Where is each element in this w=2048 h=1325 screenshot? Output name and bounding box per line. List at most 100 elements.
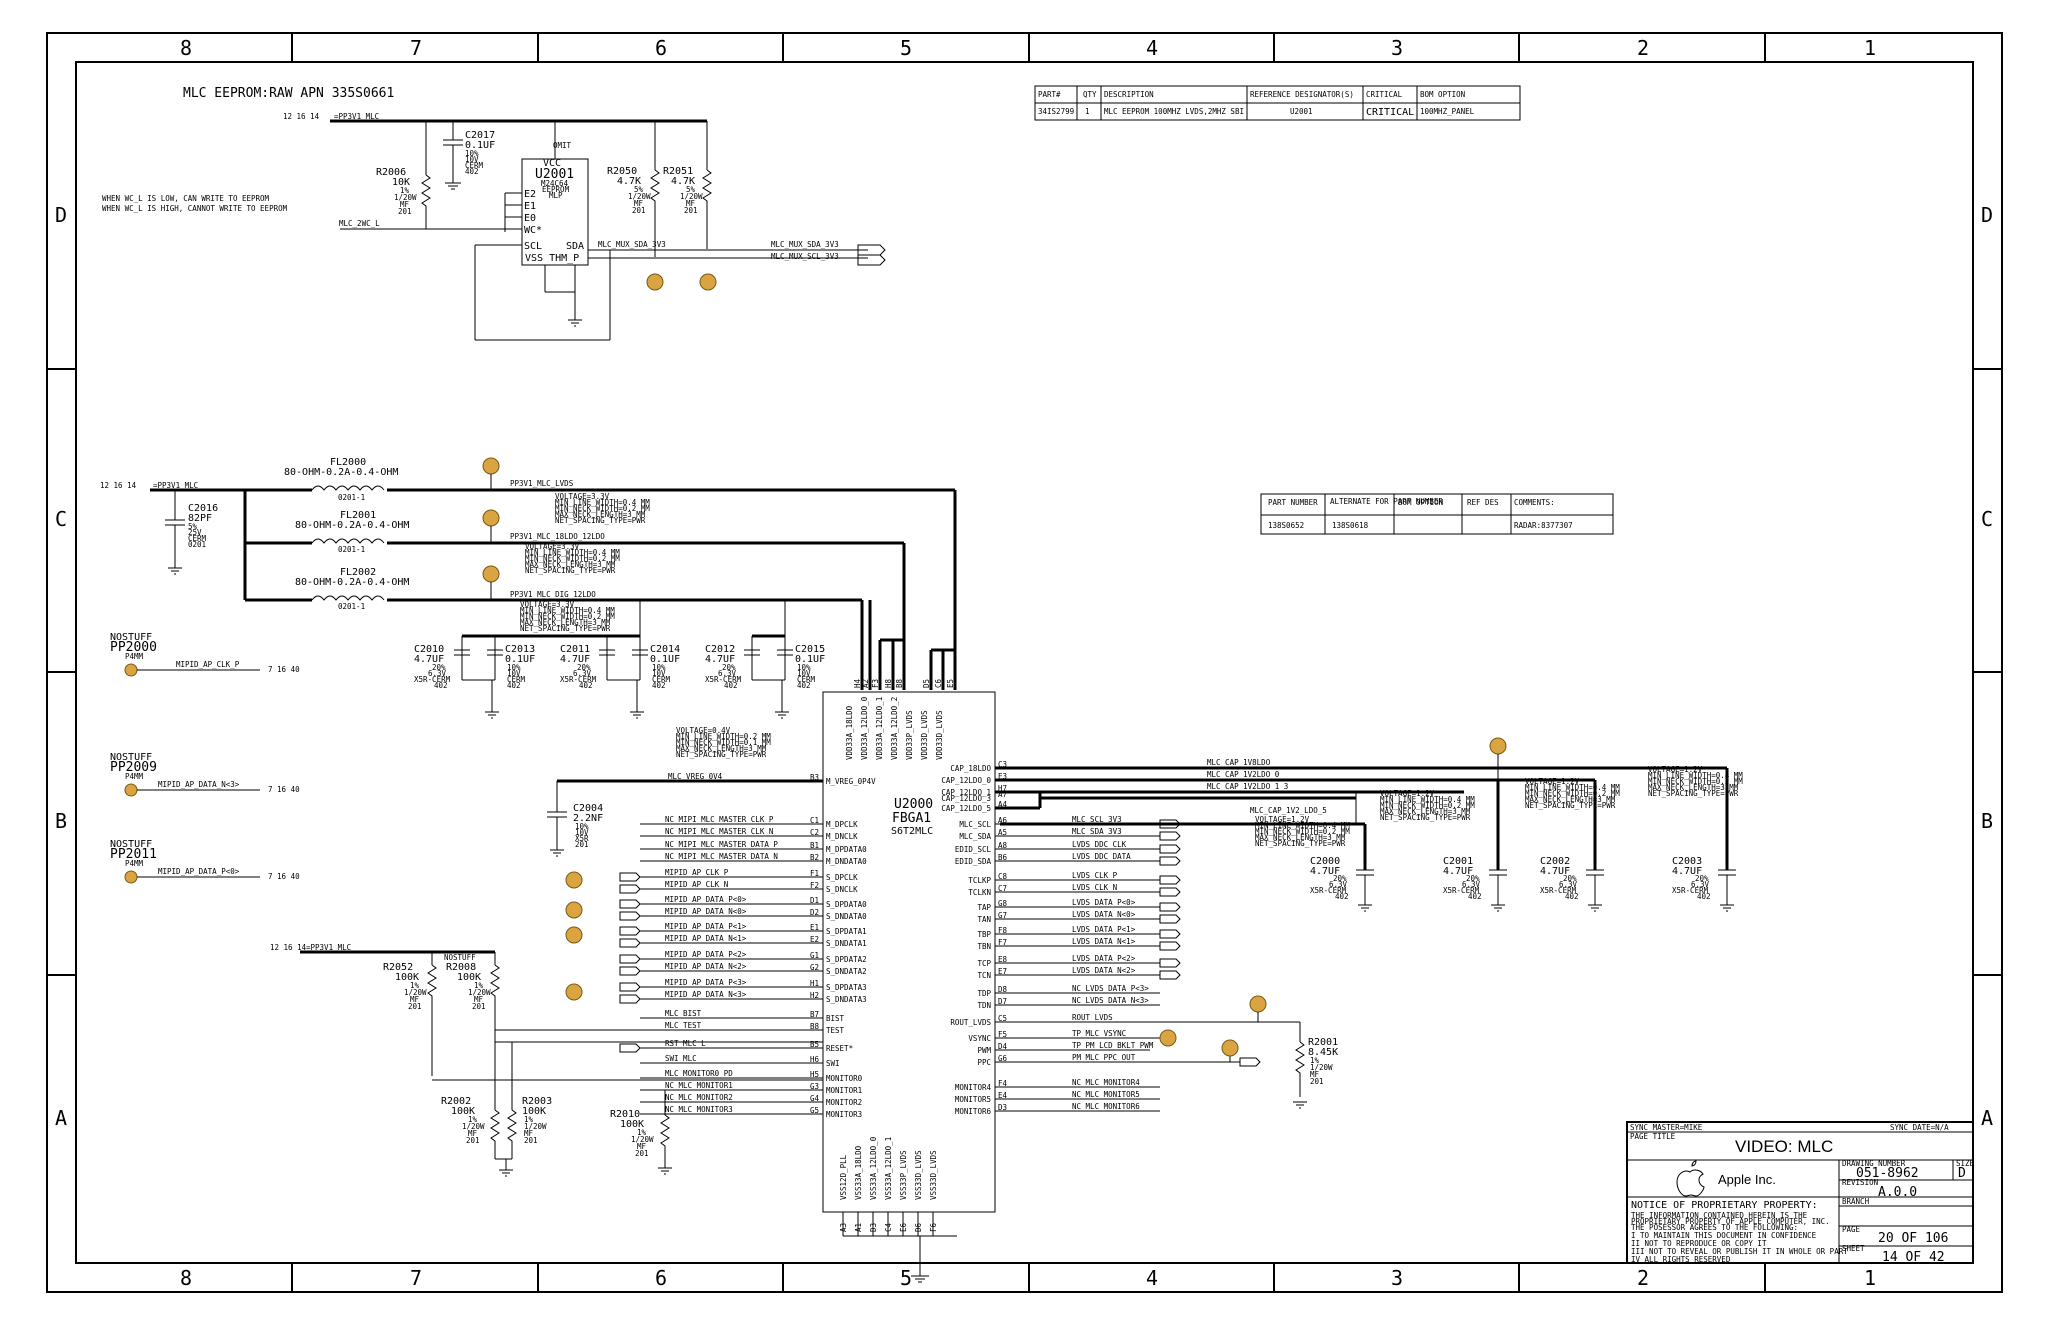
page-label: PAGE [1842, 1225, 1861, 1234]
cap-size: 402 [579, 681, 593, 690]
alt-header: BOM OPTION [1398, 498, 1443, 507]
left-pin-label: S_DPDATA1 [826, 927, 867, 936]
sheet-value: 14 OF 42 [1882, 1250, 1945, 1265]
r2052-size: 201 [408, 1002, 422, 1011]
ldo-cap-size: 402 [1697, 892, 1711, 901]
offpage-connector-icon [1159, 856, 1181, 866]
top-pin-number: D5 [922, 679, 931, 688]
c2016-volt: 25V [188, 528, 202, 537]
cap-val: 0.1UF [505, 654, 535, 665]
right-net-label: LVDS_DATA_N<2> [1072, 966, 1136, 975]
top-pin-number: B8 [895, 678, 904, 688]
tp-opt: NOSTUFF [110, 752, 152, 763]
left-pin-label: M_DPDATA0 [826, 845, 867, 854]
r2002-body [490, 1109, 500, 1159]
right-pin-label: MLC_SCL [959, 820, 991, 829]
c2016-ref: C2016 [188, 503, 218, 514]
net-prop: MIN_LINE_WIDTH=0.4 MM [1380, 795, 1475, 804]
right-pin-number: H7 [998, 784, 1007, 793]
eeprom-section: MLC EEPROM:RAW APN 335S0661 12 16 14 =PP… [102, 86, 886, 341]
fl2000-val: 80-OHM-0.2A-0.4-OHM [284, 467, 398, 478]
notice-title: NOTICE OF PROPRIETARY PROPERTY: [1631, 1200, 1818, 1211]
sda-net-right: MLC_MUX_SDA_3V3 [771, 240, 839, 249]
ldo-cap-val: 4.7UF [1540, 866, 1570, 877]
cap-val: 4.7UF [414, 654, 444, 665]
ldo-cap-type: X5R-CERM [1672, 886, 1709, 895]
left-pin-label: MONITOR0 [826, 1074, 863, 1083]
left-pin-label: BIST [826, 1014, 845, 1023]
u2001-pin: E1 [524, 201, 536, 212]
r2008-tol: 1% [474, 981, 484, 990]
right-pin-number: G7 [998, 911, 1007, 920]
ldo-cap-section: MLC_CAP_1V8LDO MLC_CAP_1V2LDO_0 MLC_CAP_… [995, 737, 1743, 912]
bom-table: PART# QTY DESCRIPTION REFERENCE DESIGNAT… [1034, 85, 1521, 121]
net-prop: MAX_NECK_LENGTH=3 MM [520, 618, 611, 627]
alt-cell: 138S0652 [1268, 521, 1304, 530]
top-pin-label: VDD33A_12LDO_2 [890, 697, 899, 760]
page-title-label: PAGE TITLE [1630, 1132, 1676, 1141]
ldo-cap-size: 402 [1468, 892, 1482, 901]
right-pin-label: CAP_12LDO_0 [941, 776, 991, 785]
c2016-val: 82PF [188, 513, 212, 524]
right-net-label: NC_LVDS_DATA_P<3> [1072, 984, 1149, 993]
left-pin-label: MONITOR2 [826, 1098, 862, 1107]
left-net-label: NC_MIPI_MLC_MASTER_DATA_P [665, 840, 778, 849]
left-pin-number: H1 [810, 979, 819, 988]
net-prop: MAX_NECK_LENGTH=3 MM [1648, 783, 1739, 792]
alt-header: COMMENTS: [1514, 498, 1555, 507]
test-point-icon [1249, 995, 1267, 1013]
right-net-label: NC_MLC_MONITOR6 [1072, 1102, 1140, 1111]
r2002-tol: 1% [468, 1115, 478, 1124]
test-point-icon [124, 663, 138, 677]
net-prop: MIN_NECK_WIDTH=0.2 MM [1255, 827, 1350, 836]
net-prop: MIN_LINE_WIDTH=0.4 MM [525, 548, 620, 557]
cap-type: X5R-CERM [560, 675, 597, 684]
left-pin-number: F1 [810, 869, 819, 878]
right-net-label: LVDS_DATA_P<0> [1072, 898, 1136, 907]
r2008-opt: NOSTUFF [444, 953, 476, 962]
r2003-type: MF [524, 1129, 534, 1138]
offpage-connector-icon [619, 911, 641, 921]
left-pin-number: D2 [810, 908, 819, 917]
u2000-ref: U2000 [894, 797, 933, 812]
left-pin-label: TEST [826, 1026, 845, 1035]
r2001-val: 8.45K [1308, 1047, 1338, 1058]
col-label-bottom: 4 [1146, 1266, 1158, 1290]
offpage-connector-icon [1159, 970, 1181, 980]
test-point-icon [482, 509, 500, 527]
r2010-ref: R2010 [610, 1109, 640, 1120]
offpage-connector-icon [619, 966, 641, 976]
r2003-body [507, 1109, 517, 1159]
r2003-ref: R2003 [522, 1096, 552, 1107]
net-prop: MIN_NECK_WIDTH=0.1 MM [676, 738, 771, 747]
left-pin-number: G4 [810, 1094, 820, 1103]
ldo-cap-val: 4.7UF [1443, 866, 1473, 877]
fl2001-ref: FL2001 [340, 510, 376, 521]
offpage-connector-icon [619, 926, 641, 936]
right-pin-label: TAN [977, 915, 991, 924]
left-pin-label: MONITOR3 [826, 1110, 862, 1119]
left-pin-label: S_DPDATA0 [826, 900, 867, 909]
r2051-size: 201 [684, 206, 698, 215]
r2008-body [490, 964, 500, 1041]
net-label: MLC_CAP_1V2_LDO_5 [1250, 806, 1327, 815]
r2008-val: 100K [457, 972, 481, 983]
net-prop: MIN_LINE_WIDTH=0.4 MM [1648, 771, 1743, 780]
row-label-right: A [1981, 1106, 1993, 1130]
right-pin-label: ROUT_LVDS [950, 1018, 991, 1027]
u2001-pkg: MLP [549, 191, 563, 200]
right-pin-label: CAP_18LDO [950, 764, 991, 773]
tp-net: MIPID_AP_DATA_P<0> [158, 867, 240, 876]
c2017-val: 0.1UF [465, 140, 495, 151]
r2006-pwr: 1/20W [394, 193, 417, 202]
net-prop: NET_SPACING_TYPE=PWR [1525, 801, 1616, 810]
right-pin-number: D7 [998, 997, 1007, 1006]
test-point-icon [1489, 737, 1507, 755]
r2008-type: MF [474, 995, 484, 1004]
u2001-pin: SCL [524, 241, 542, 252]
left-pin-label: S_DNCLK [826, 885, 858, 894]
left-pin-label: RESET* [826, 1044, 853, 1053]
